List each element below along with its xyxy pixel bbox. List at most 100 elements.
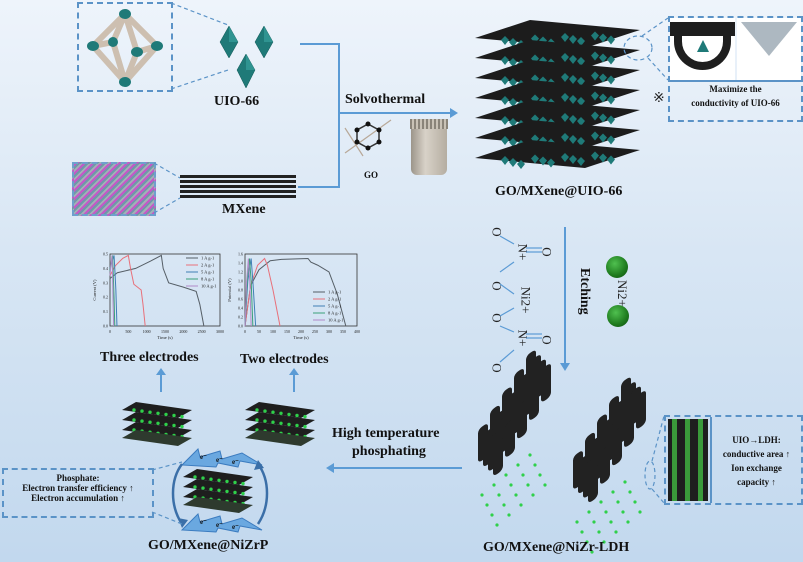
uio-crystal (607, 55, 615, 65)
conductivity-inset: Maximize the conductivity of UIO-66 (668, 16, 803, 122)
uio-crystal (531, 54, 539, 64)
phosphating-label-line1: High temperature (332, 426, 440, 441)
ldh-note-line1: UIO→LDH: (732, 435, 781, 445)
series-line (244, 257, 281, 327)
uio-crystal (599, 33, 607, 43)
ldh-particle (526, 483, 530, 487)
nizrp-particle (279, 411, 283, 415)
y-tick-label: 0.5 (103, 252, 108, 257)
x-tick-label: 500 (125, 329, 131, 334)
ldh-particle (495, 523, 499, 527)
legend-label: 10 A g-1 (328, 318, 344, 323)
uio-crystal (561, 153, 569, 162)
ldh-particle (611, 490, 615, 494)
series-line (244, 257, 347, 327)
reference-mark: ※ (653, 91, 665, 106)
go-label: GO (364, 170, 379, 180)
ldh-particle (502, 503, 506, 507)
nizrp-particle (279, 421, 283, 425)
uio-crystal (531, 154, 539, 164)
ldh-particle (604, 510, 608, 514)
ldh-note-line3: Ion exchange (731, 463, 782, 473)
uio-crystal (501, 76, 509, 85)
nizrp-particle (233, 480, 237, 485)
nizrp-particle (132, 418, 136, 422)
ldh-particle (628, 490, 632, 494)
nizrp-particle (156, 421, 160, 425)
ldh-particle (509, 483, 513, 487)
uio-crystal (607, 35, 615, 45)
nizrp-stack-right-icon (245, 402, 315, 446)
nizrp-particle (271, 420, 275, 424)
graphene-sheet (475, 40, 640, 68)
uio-crystal (517, 160, 525, 169)
ldh-particle (614, 530, 618, 534)
y-tick-label: 0.4 (103, 266, 108, 271)
uio-crystal (539, 76, 547, 86)
phosphating-arrowhead-icon (326, 463, 334, 473)
uio-crystal (501, 56, 509, 65)
y-tick-label: 0.4 (238, 306, 243, 311)
nizrp-particle (263, 409, 267, 413)
y-tick-label: 0.0 (238, 324, 243, 329)
uio-crystal (531, 114, 539, 124)
uio-crystal (569, 55, 577, 64)
graphene-sheet (475, 140, 640, 168)
y-tick-label: 1.0 (238, 279, 243, 284)
ldh-roll (541, 364, 551, 402)
y-tick-label: 0.1 (103, 309, 108, 314)
uio-crystal (539, 56, 547, 66)
ldh-particle (623, 480, 627, 484)
uio-crystal (577, 77, 585, 86)
ldh-particle (492, 483, 496, 487)
uio-crystal (561, 93, 569, 102)
uio-crystal (547, 158, 555, 168)
uio-crystal (531, 34, 539, 44)
x-tick-label: 0 (244, 329, 246, 334)
uio-crystal (599, 53, 607, 63)
nitrate-bonds (499, 235, 542, 363)
uio-crystal (539, 116, 547, 126)
nizrp-particle (303, 424, 307, 429)
ldh-particle (587, 510, 591, 514)
uio-crystal (501, 36, 509, 45)
uio-crystal (591, 151, 599, 161)
uio-crystal (539, 136, 547, 146)
nizrp-particle (217, 478, 221, 482)
uio-crystal (569, 75, 577, 84)
phosphating-arrow (332, 467, 462, 469)
nizrp-particle (132, 408, 136, 412)
ldh-particle (516, 463, 520, 467)
uio-crystal (577, 157, 585, 166)
x-tick-label: 1000 (143, 329, 151, 334)
ni-ion-icon (607, 305, 629, 327)
legend-label: 5 A g-1 (328, 304, 341, 309)
nizrp-particle (172, 423, 176, 428)
phosphate-note-line2: Electron transfer efficiency ↑ (22, 483, 134, 493)
nizrp-particle (241, 491, 245, 496)
x-tick-label: 150 (284, 329, 290, 334)
solvothermal-arrow (340, 112, 452, 114)
uio-crystal (561, 113, 569, 122)
ldh-particle (590, 550, 594, 554)
ldh-particle (621, 510, 625, 514)
ldh-note-line2: conductive area ↑ (722, 449, 791, 459)
inset-sheet-image (670, 18, 735, 80)
ldh-particle (592, 520, 596, 524)
y-tick-label: 0.2 (103, 295, 108, 300)
uio-crystal (607, 115, 615, 125)
ldh-particle (580, 530, 584, 534)
nizrp-particle (193, 475, 197, 479)
uio-crystal (501, 96, 509, 105)
uio-crystal (501, 116, 509, 125)
uio-crystal (591, 71, 599, 81)
autoclave-icon (411, 121, 447, 175)
ldh-roll (493, 437, 503, 475)
legend-label: 2 A g-1 (328, 297, 341, 302)
nizrp-stack-left-icon (122, 402, 192, 446)
phosphate-note-line3: Electron accumulation ↑ (31, 493, 125, 503)
ldh-particle (575, 520, 579, 524)
x-tick-label: 3000 (216, 329, 224, 334)
